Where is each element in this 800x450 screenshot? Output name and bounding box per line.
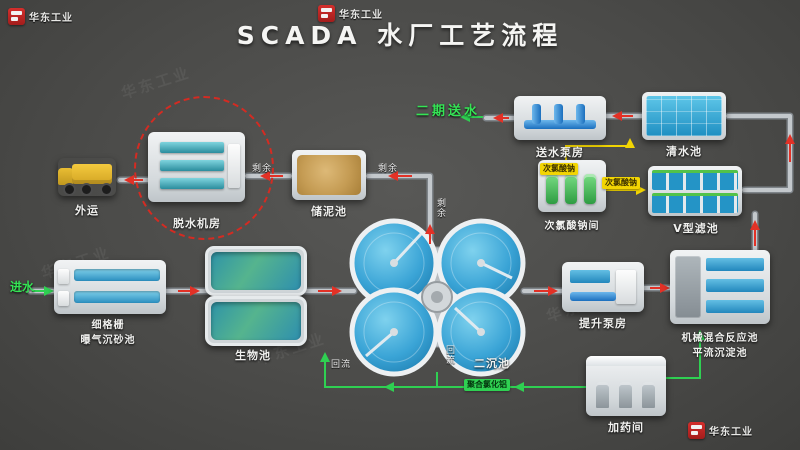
surplus-tag: 剩余 bbox=[378, 164, 399, 174]
bio-tank-north[interactable] bbox=[205, 246, 307, 296]
brand-name: 华东工业 bbox=[709, 427, 753, 438]
truck-bed bbox=[72, 164, 112, 184]
outlet-pump-house[interactable] bbox=[514, 96, 606, 140]
v-type-filter[interactable] bbox=[648, 166, 742, 216]
brand-logo: 华东工业 bbox=[318, 5, 383, 22]
screen-machine bbox=[58, 291, 69, 306]
sludge-storage-tank[interactable] bbox=[292, 150, 366, 200]
label-secondary-tank: 二沉池 bbox=[474, 357, 510, 370]
reflux-tag: 回流 bbox=[444, 345, 454, 365]
grit-chamber[interactable] bbox=[54, 260, 166, 314]
dosing-room-roof bbox=[586, 356, 666, 366]
filter-cell-row bbox=[652, 193, 738, 213]
dosing-room[interactable] bbox=[586, 356, 666, 416]
label-dosing-room: 加药间 bbox=[608, 421, 644, 434]
filter-cell-row bbox=[652, 170, 738, 190]
brand-logo: 华东工业 bbox=[8, 8, 73, 25]
bio-water-surface bbox=[211, 252, 301, 290]
dosing-tank bbox=[596, 382, 609, 408]
sedimentation-lane bbox=[706, 258, 764, 271]
grit-channel bbox=[74, 269, 160, 281]
lift-pump-pipe bbox=[570, 292, 616, 301]
secondary-clarifiers[interactable] bbox=[349, 218, 526, 377]
bio-water-surface bbox=[211, 302, 301, 340]
truck-cab bbox=[58, 168, 73, 185]
truck-wheel bbox=[80, 183, 93, 196]
reflux-tag: 回流 bbox=[331, 360, 352, 370]
naclo-badge: 次氯酸钠 bbox=[602, 177, 640, 189]
label-sludge-tank: 储泥池 bbox=[311, 205, 347, 218]
label-outlet-pump: 送水泵房 bbox=[536, 146, 584, 159]
clarifier-hub-center bbox=[431, 291, 443, 303]
label-naclo-room: 次氯酸钠间 bbox=[544, 221, 600, 232]
return-flow-arrows bbox=[32, 112, 705, 392]
naclo-tank bbox=[546, 174, 558, 204]
inlet-flow-label: 进水 bbox=[10, 280, 35, 294]
pump-manifold bbox=[524, 120, 596, 129]
label-clear-tank: 清水池 bbox=[666, 145, 702, 158]
naclo-tank bbox=[584, 174, 596, 204]
label-mix-line1: 机械混合反应池 bbox=[681, 333, 759, 344]
mixing-sedimentation-tank[interactable] bbox=[670, 250, 770, 324]
label-grit-line1: 细格栅 bbox=[91, 320, 125, 331]
page-title: SCADA 水厂工艺流程 bbox=[236, 21, 564, 50]
huadong-logo-icon bbox=[688, 422, 705, 439]
truck-wheel bbox=[100, 183, 113, 196]
control-cabinet bbox=[616, 270, 636, 304]
clarifier-circle[interactable] bbox=[436, 218, 526, 308]
label-grit-line2: 曝气沉砂池 bbox=[80, 335, 136, 346]
huadong-logo-icon bbox=[8, 8, 25, 25]
clear-water-surface bbox=[646, 96, 722, 136]
grit-channel bbox=[74, 291, 160, 303]
screen-machine bbox=[58, 269, 69, 284]
sedimentation-lane bbox=[706, 300, 764, 313]
bio-tank-south[interactable] bbox=[205, 296, 307, 346]
clarifier-circle[interactable] bbox=[349, 287, 439, 377]
surplus-tag: 剩余 bbox=[435, 198, 445, 218]
clear-water-tank[interactable] bbox=[642, 92, 726, 140]
lift-pump-channel bbox=[570, 270, 610, 283]
label-mix-line2: 平流沉淀池 bbox=[692, 348, 748, 359]
label-grit: 细格栅 曝气沉砂池 bbox=[52, 316, 164, 346]
pac-badge: 聚合氯化铝 bbox=[464, 379, 510, 391]
dosing-tank bbox=[619, 382, 632, 408]
dosing-tank bbox=[642, 382, 655, 408]
brand-logo: 华东工业 bbox=[688, 422, 753, 439]
sludge-truck[interactable] bbox=[58, 158, 116, 196]
dewater-highlight-ellipse bbox=[134, 96, 274, 240]
lift-pump-house[interactable] bbox=[562, 262, 644, 312]
label-truck: 外运 bbox=[75, 204, 99, 217]
label-mix-tank: 机械混合反应池 平流沉淀池 bbox=[652, 329, 788, 359]
brand-name: 华东工业 bbox=[339, 10, 383, 21]
mixer-units bbox=[675, 256, 701, 318]
pump-riser bbox=[554, 104, 563, 124]
brand-name: 华东工业 bbox=[29, 13, 73, 24]
pump-riser bbox=[532, 104, 541, 124]
label-v-filter: V型滤池 bbox=[673, 222, 719, 235]
chemical-flow-arrows bbox=[565, 138, 646, 195]
label-lift-pump: 提升泵房 bbox=[579, 317, 627, 330]
pump-riser bbox=[576, 104, 585, 124]
naclo-badge: 次氯酸钠 bbox=[540, 163, 578, 175]
huadong-logo-icon bbox=[318, 5, 335, 22]
truck-wheel bbox=[63, 183, 76, 196]
sludge-surface bbox=[297, 155, 361, 195]
label-bio-tank: 生物池 bbox=[235, 349, 271, 362]
clarifier-circle[interactable] bbox=[436, 287, 526, 377]
phase2-outlet-label: 二期送水 bbox=[416, 104, 481, 119]
main-flow-arrows bbox=[124, 111, 795, 296]
sedimentation-lane bbox=[706, 279, 764, 292]
naclo-tank bbox=[565, 174, 577, 204]
